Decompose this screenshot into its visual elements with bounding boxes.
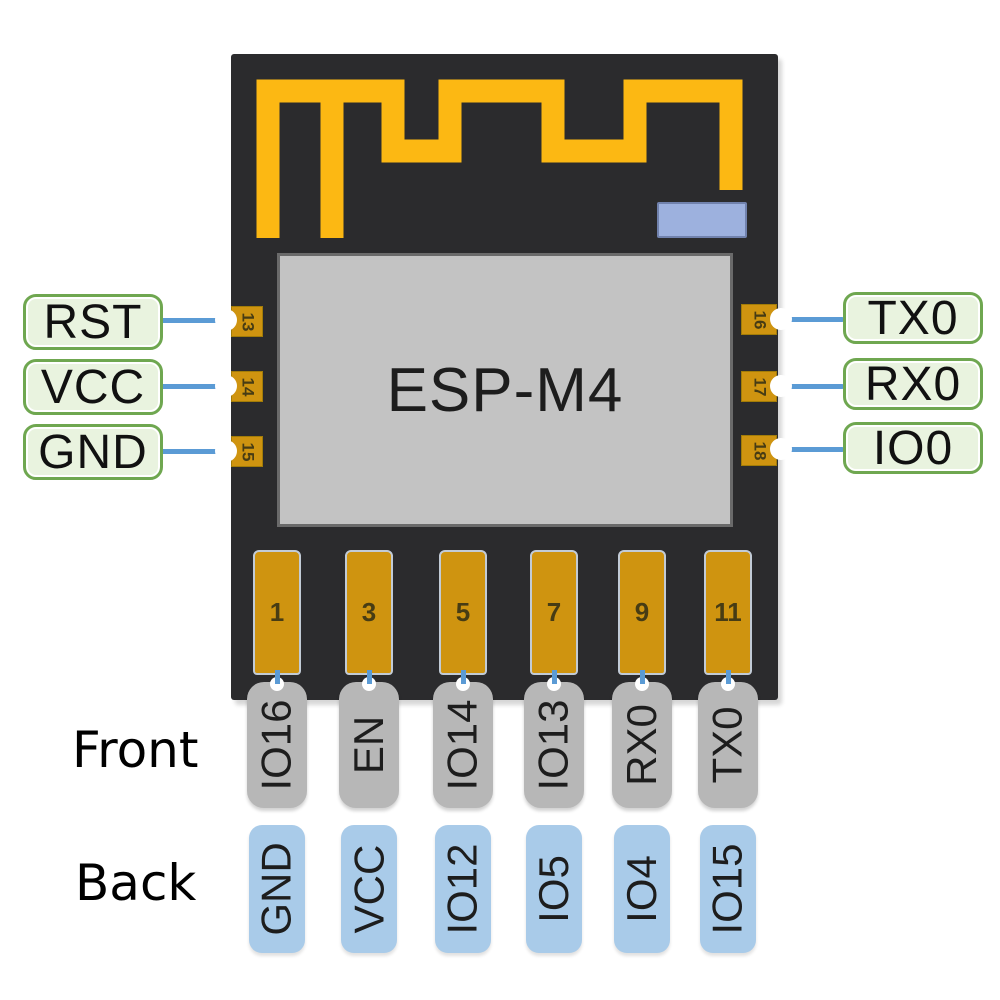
smd-component (657, 202, 747, 238)
castellation-notch (770, 375, 792, 397)
pin-label-text: IO5 (530, 855, 578, 923)
wire-tick (552, 670, 557, 684)
pin-label-text: GND (253, 842, 300, 936)
pin-label-text: IO12 (439, 843, 486, 935)
castellation-notch (635, 677, 649, 691)
pin-label-text: TX0 (867, 291, 959, 345)
pad-5: 5 (439, 550, 487, 675)
pin-label-rst: RST (23, 294, 163, 350)
pin-label-text: RX0 (864, 357, 962, 411)
pad-7: 7 (530, 550, 578, 675)
wire-tick (640, 670, 645, 684)
pad-number: 13 (237, 312, 257, 331)
wire-tick (461, 670, 466, 684)
wire-rx0 (776, 384, 844, 389)
back-row-label: Back (75, 854, 197, 912)
back-pin-gnd: GND (249, 825, 305, 953)
pad-number: 9 (634, 597, 650, 627)
castellation-notch (547, 677, 561, 691)
back-pin-io5: IO5 (526, 825, 582, 953)
pad-number: 17 (749, 377, 769, 396)
castellation-notch (215, 375, 237, 397)
pad-number: 3 (361, 597, 377, 627)
pin-label-text: IO15 (704, 843, 751, 935)
front-pin-tx0: TX0 (698, 682, 758, 808)
back-pin-vcc: VCC (341, 825, 397, 953)
pin-label-text: TX0 (704, 706, 751, 784)
pad-number: 7 (546, 597, 562, 627)
wire-tx0 (776, 317, 844, 322)
wire-tick (726, 670, 731, 684)
pin-label-text: GND (38, 425, 148, 479)
module-name: ESP-M4 (386, 355, 624, 425)
pad-1: 1 (253, 550, 301, 675)
pad-11: 11 (704, 550, 752, 675)
pin-label-text: EN (344, 715, 392, 775)
pin-label-text: IO16 (253, 699, 300, 791)
castellation-notch (215, 309, 237, 331)
front-pin-io14: IO14 (433, 682, 493, 808)
pin-label-tx0: TX0 (843, 291, 983, 345)
pin-label-vcc: VCC (23, 359, 163, 415)
pin-label-io0: IO0 (843, 421, 983, 475)
pin-label-text: RST (43, 295, 143, 349)
pin-label-text: VCC (40, 360, 146, 414)
rf-shield: ESP-M4 (277, 253, 733, 527)
pad-number: 1 (269, 597, 285, 627)
back-pin-io15: IO15 (700, 825, 756, 953)
castellation-notch (721, 677, 735, 691)
pin-label-text: RX0 (618, 704, 666, 786)
front-pin-en: EN (339, 682, 399, 808)
pin-label-text: IO13 (530, 699, 577, 791)
front-pin-io13: IO13 (524, 682, 584, 808)
back-pin-io12: IO12 (435, 825, 491, 953)
castellation-notch (770, 308, 792, 330)
pin-label-rx0: RX0 (843, 357, 983, 411)
pin-label-text: VCC (345, 844, 392, 934)
wire-tick (275, 670, 280, 684)
pad-number: 15 (237, 442, 257, 461)
front-pin-io16: IO16 (247, 682, 307, 808)
wire-gnd (160, 449, 230, 454)
front-row-label: Front (72, 721, 199, 779)
pin-label-text: IO14 (439, 699, 486, 791)
pin-label-text: IO0 (872, 421, 954, 475)
castellation-notch (456, 677, 470, 691)
castellation-notch (270, 677, 284, 691)
wire-tick (367, 670, 372, 684)
castellation-notch (362, 677, 376, 691)
wire-vcc (160, 384, 230, 389)
pad-number: 18 (749, 441, 769, 460)
back-pin-io4: IO4 (614, 825, 670, 953)
castellation-notch (215, 440, 237, 462)
wire-rst (160, 318, 230, 323)
pad-number: 16 (749, 310, 769, 329)
wire-io0 (776, 447, 844, 452)
pin-label-text: IO4 (618, 855, 666, 923)
pad-9: 9 (618, 550, 666, 675)
pad-number: 11 (714, 597, 742, 627)
pin-label-gnd: GND (23, 424, 163, 480)
front-pin-rx0: RX0 (612, 682, 672, 808)
castellation-notch (770, 438, 792, 460)
pad-number: 5 (455, 597, 471, 627)
pad-number: 14 (237, 377, 257, 396)
pad-3: 3 (345, 550, 393, 675)
